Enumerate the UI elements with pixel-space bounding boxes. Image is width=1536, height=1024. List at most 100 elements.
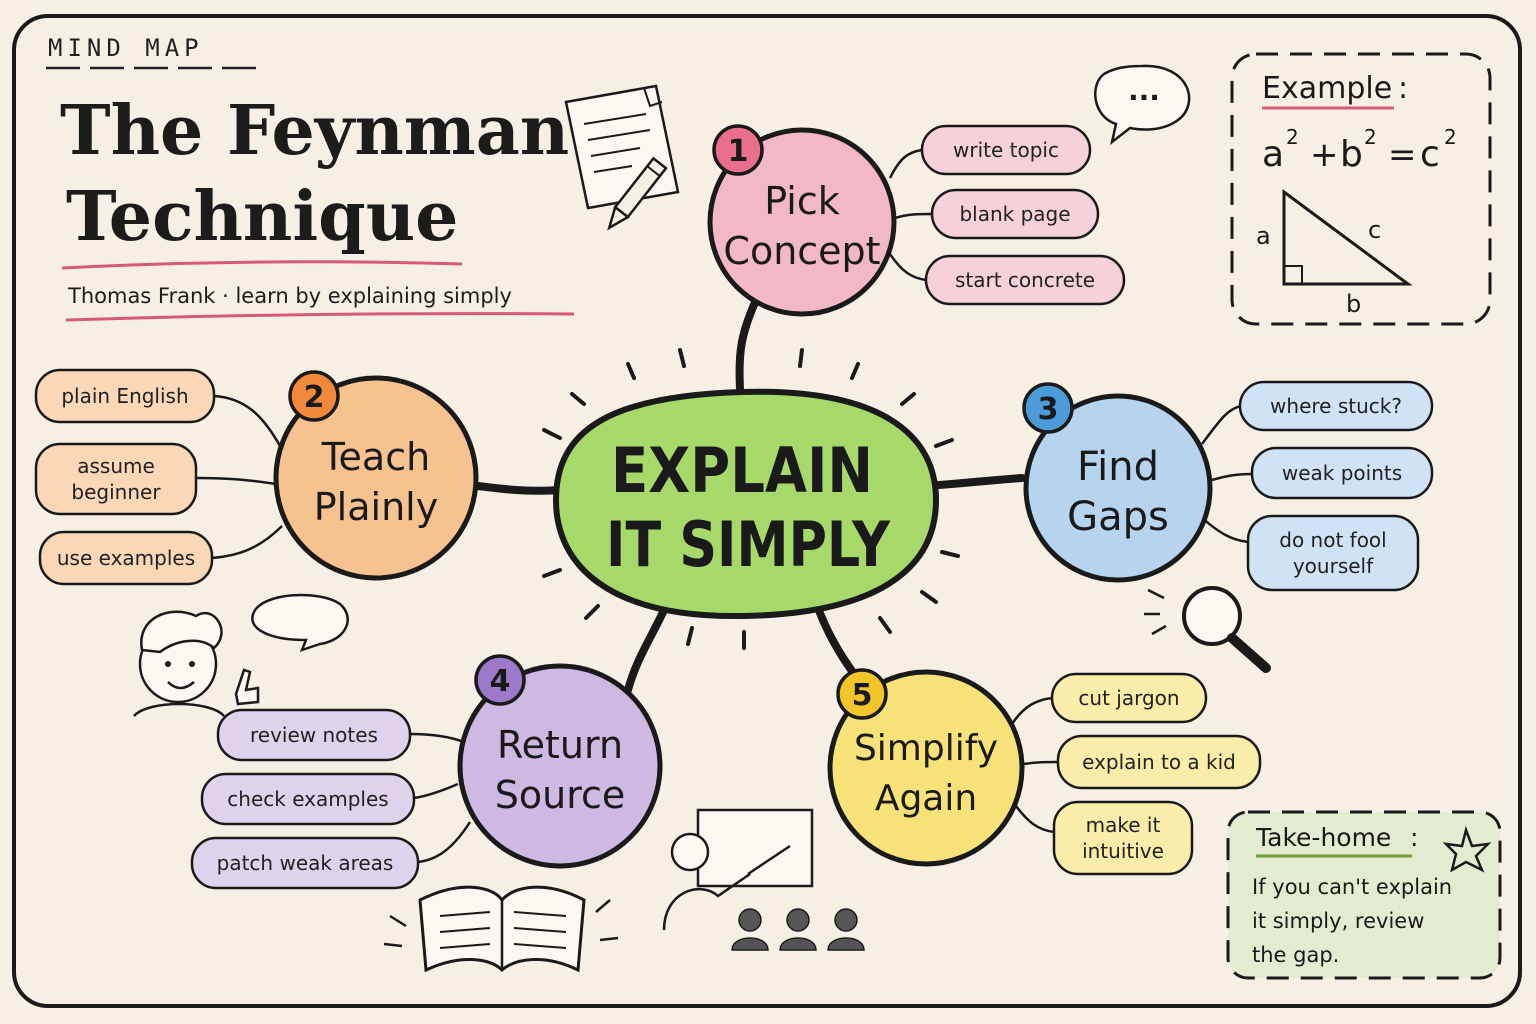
leaf-pill-shape	[1050, 672, 1208, 724]
leaf-pill-shape	[34, 442, 198, 516]
center-line-1: EXPLAIN	[611, 434, 873, 507]
step-number: 2	[304, 380, 325, 415]
step-number: 1	[728, 134, 749, 169]
leaf-pill: plain English	[34, 368, 216, 424]
leaf-pill-shape	[1238, 380, 1434, 432]
leaf-pill-shape	[200, 772, 416, 826]
step-number: 5	[852, 678, 873, 713]
leaf-pill-label: do not fool	[1279, 528, 1386, 552]
leaf-pill-label: review notes	[250, 723, 378, 747]
step-number-badge	[1022, 382, 1074, 434]
leaf-pill-label: where stuck?	[1270, 394, 1402, 418]
leaf-pill-label: beginner	[71, 480, 161, 504]
leaf-pill: explain to a kid	[1056, 734, 1262, 790]
leaf-pill-label: use examples	[57, 546, 195, 570]
svg-text:2: 2	[1364, 125, 1377, 149]
leaf-pill: use examples	[38, 530, 214, 586]
leaf-pill-label: make it	[1086, 813, 1161, 837]
leaf-pill: write topic	[920, 124, 1092, 176]
triangle-label-a: a	[1256, 222, 1271, 250]
triangle-label-b: b	[1346, 290, 1361, 318]
open-book-icon	[383, 885, 619, 973]
takehome-line-1: If you can't explain	[1252, 875, 1452, 899]
leaf-pill: cut jargon	[1050, 672, 1208, 724]
page-border	[12, 14, 1522, 1008]
right-triangle-icon	[1282, 189, 1413, 286]
leaf-pill: check examples	[200, 772, 416, 826]
speech-bubble-dots: ...	[1128, 74, 1160, 107]
step-number-badge	[288, 370, 340, 422]
leaf-pill-shape	[930, 188, 1100, 240]
center-hub: EXPLAIN IT SIMPLY	[552, 388, 940, 620]
leaf-pill-label: check examples	[227, 787, 388, 811]
step-number: 3	[1038, 392, 1059, 427]
step-title-line-1: Find	[1077, 444, 1159, 490]
step-title-line-2: Again	[875, 778, 977, 819]
star-icon	[1442, 825, 1492, 873]
leaf-pill-label: explain to a kid	[1082, 750, 1236, 774]
leaf-pill-shape	[924, 254, 1126, 306]
step-title-line-2: Concept	[723, 229, 880, 273]
leaf-pill-label: write topic	[953, 138, 1059, 162]
leaf-pill: patch weak areas	[190, 836, 420, 890]
svg-text:a: a	[1262, 134, 1284, 175]
leaf-pill: weak points	[1250, 446, 1434, 500]
takehome-line-3: the gap.	[1252, 943, 1339, 967]
takehome-box: Take-home : If you can't explain it simp…	[1226, 810, 1502, 980]
step-node-circle	[1023, 393, 1213, 583]
subtitle-text: Thomas Frank · learn by explaining simpl…	[67, 284, 512, 308]
leaf-pill: review notes	[216, 708, 412, 762]
leaf-pill-shape	[920, 124, 1092, 176]
step-title-line-1: Simplify	[854, 728, 998, 769]
takehome-heading: Take-home	[1255, 823, 1391, 852]
step-title-line-2: Source	[495, 773, 626, 817]
step-number-badge	[712, 124, 764, 176]
leaf-pill-label: assume	[77, 454, 155, 478]
takehome-colon: :	[1410, 823, 1418, 852]
leaf-pill-shape	[1246, 514, 1420, 592]
leaf-pill-label: blank page	[959, 202, 1070, 226]
step-number-badge	[836, 668, 888, 720]
leaf-pill: blank page	[930, 188, 1100, 240]
magnifier-icon	[1144, 586, 1271, 673]
leaf-pill-shape	[1250, 446, 1434, 500]
leaf-pill-label: intuitive	[1082, 839, 1164, 863]
example-heading: Example	[1262, 71, 1392, 106]
leaf-pill-shape	[216, 708, 412, 762]
step-title-line-1: Teach	[321, 435, 430, 479]
step-node-circle	[457, 663, 663, 869]
notepad-pencil-icon	[564, 84, 680, 231]
leaf-pill-shape	[190, 836, 420, 890]
speech-bubble-icon: ...	[1094, 64, 1191, 146]
leaf-pill: where stuck?	[1238, 380, 1434, 432]
center-line-2: IT SIMPLY	[606, 508, 891, 581]
svg-text:c: c	[1420, 134, 1440, 175]
leaf-pill-shape	[1052, 800, 1194, 876]
step-title-line-2: Plainly	[314, 485, 438, 529]
step-number-badge	[474, 654, 526, 706]
svg-text:=: =	[1388, 135, 1417, 175]
step-number: 4	[490, 664, 511, 699]
leaf-pill-label: start concrete	[955, 268, 1095, 292]
branch-connectors	[474, 296, 1026, 694]
example-colon: :	[1398, 71, 1408, 106]
step-title-line-2: Gaps	[1067, 494, 1169, 540]
leaf-connectors	[195, 148, 1253, 864]
step-title-line-1: Return	[497, 723, 623, 767]
step-title-line-1: Pick	[764, 179, 840, 223]
title-underline	[61, 260, 463, 270]
title-line-1: The Feynman	[60, 91, 569, 171]
takehome-line-2: it simply, review	[1252, 909, 1424, 933]
center-rays	[542, 348, 960, 650]
step-node-circle	[273, 375, 479, 581]
leaf-pill-label: weak points	[1282, 461, 1402, 485]
